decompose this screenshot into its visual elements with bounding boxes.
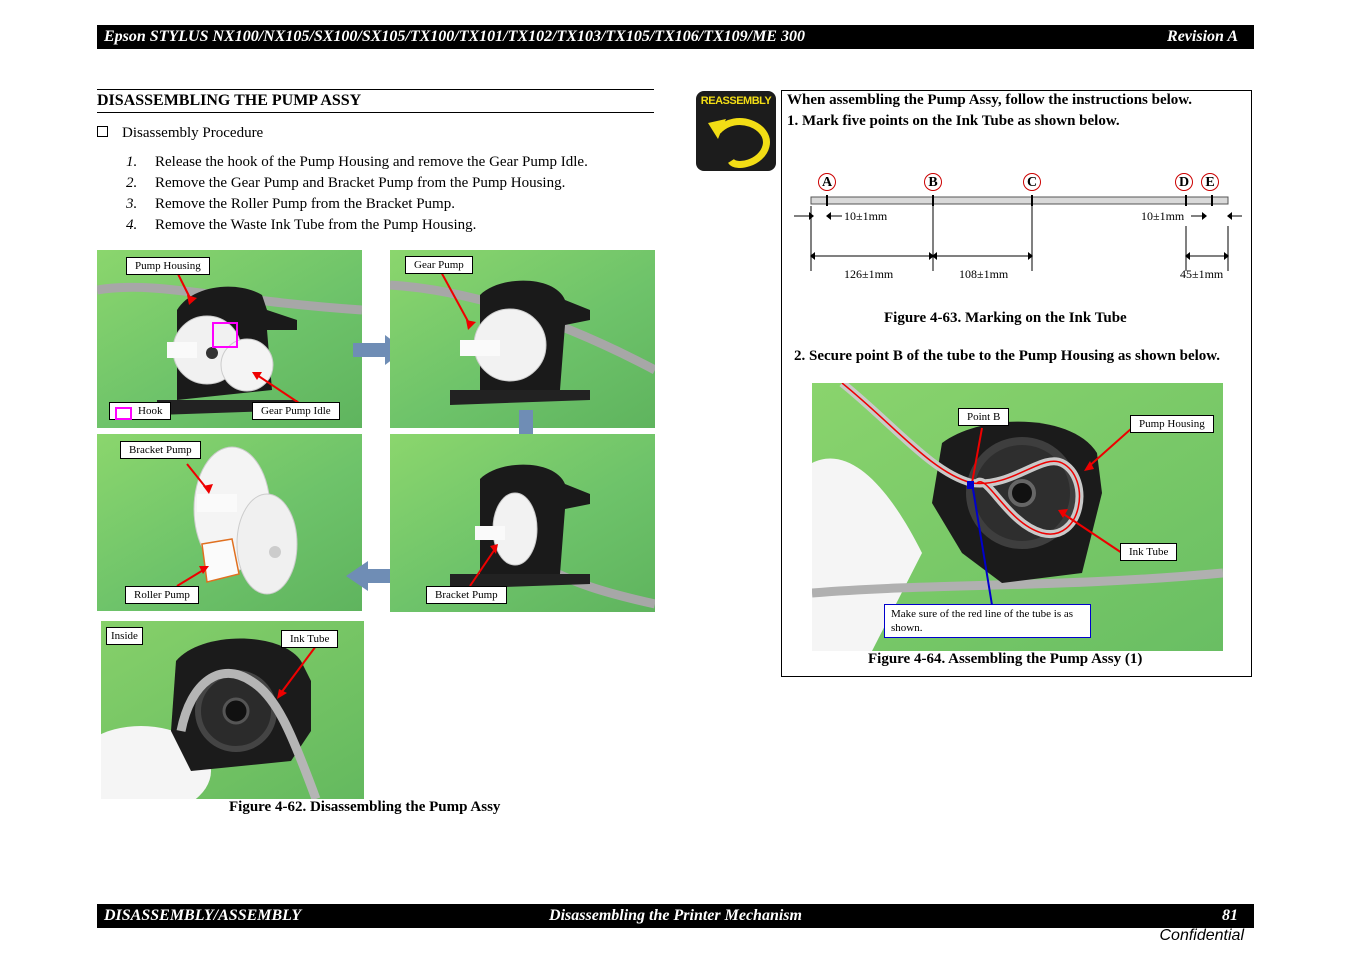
point-c-marker: C (1023, 173, 1041, 191)
step-item: 2. Remove the Gear Pump and Bracket Pump … (126, 173, 588, 194)
photo-gear-pump: Gear Pump (390, 250, 655, 428)
assembling-illustration (812, 383, 1223, 651)
dim-ab: 126±1mm (844, 267, 894, 281)
procedure-heading-text: Disassembly Procedure (122, 125, 264, 141)
section-title: DISASSEMBLING THE PUMP ASSY (97, 89, 654, 113)
figure-63-caption: Figure 4-63. Marking on the Ink Tube (884, 310, 1127, 326)
photo-bracket-roller-pump: Bracket Pump Roller Pump (97, 434, 362, 611)
step-item: 1. Release the hook of the Pump Housing a… (126, 152, 588, 173)
step-number: 2. (126, 175, 138, 191)
bracket-pump-illustration (450, 464, 655, 609)
label-hook: Hook (109, 402, 172, 420)
label-gear-pump: Gear Pump (405, 256, 473, 274)
undo-arrow-icon (708, 118, 770, 168)
label-ink-tube-64: Ink Tube (1120, 543, 1178, 561)
figure-62-caption: Figure 4-62. Disassembling the Pump Assy (229, 799, 501, 815)
step-text: Remove the Roller Pump from the Bracket … (155, 196, 455, 212)
step-item: 4. Remove the Waste Ink Tube from the Pum… (126, 215, 588, 236)
photo-bracket-pump: Bracket Pump (390, 434, 655, 612)
footer-center: Disassembling the Printer Mechanism (549, 907, 802, 924)
confidential-mark: Confidential (1159, 927, 1245, 944)
step-text: Remove the Gear Pump and Bracket Pump fr… (155, 175, 566, 191)
dim-de: 45±1mm (1180, 267, 1224, 281)
header-bar: Epson STYLUS NX100/NX105/SX100/SX105/TX1… (97, 25, 1254, 49)
gear-pump-illustration (390, 269, 655, 405)
label-point-b: Point B (958, 408, 1010, 426)
bracket-roller-illustration (176, 446, 298, 595)
label-gear-pump-idle: Gear Pump Idle (252, 402, 340, 420)
reassembly-icon: REASSEMBLY (696, 91, 776, 171)
point-e-marker: E (1201, 173, 1219, 191)
reassembly-step2: 2. Secure point B of the tube to the Pum… (794, 348, 1221, 364)
step-number: 1. (126, 154, 138, 170)
point-a-marker: A (818, 173, 836, 191)
dim-left-small: 10±1mm (844, 209, 888, 223)
reassembly-icon-word: REASSEMBLY (700, 95, 772, 107)
procedure-heading: Disassembly Procedure (97, 125, 263, 142)
reassembly-intro: When assembling the Pump Assy, follow th… (787, 92, 1193, 108)
dim-right-small: 10±1mm (1141, 209, 1185, 223)
label-ink-tube: Ink Tube (281, 630, 339, 648)
label-inside: Inside (106, 627, 143, 645)
footer-bar: DISASSEMBLY/ASSEMBLY Disassembling the P… (97, 904, 1254, 928)
footer-left: DISASSEMBLY/ASSEMBLY (104, 907, 302, 924)
label-bracket-pump-b: Bracket Pump (426, 586, 507, 604)
label-roller-pump: Roller Pump (125, 586, 199, 604)
reassembly-step1: 1. Mark five points on the Ink Tube as s… (787, 113, 1120, 129)
label-bracket-pump-a: Bracket Pump (120, 441, 201, 459)
ink-tube-diagram (794, 195, 1242, 271)
photo-assembling-pump: Point B Pump Housing Ink Tube Make sure … (812, 383, 1223, 651)
note-red-line: Make sure of the red line of the tube is… (884, 604, 1091, 638)
procedure-steps: 1. Release the hook of the Pump Housing a… (126, 152, 588, 236)
point-b-marker: B (924, 173, 942, 191)
point-d-marker: D (1175, 173, 1193, 191)
step-number: 4. (126, 217, 138, 233)
hook-marker-icon (115, 407, 132, 420)
step-item: 3. Remove the Roller Pump from the Bracke… (126, 194, 588, 215)
footer-page-number: 81 (1222, 907, 1238, 924)
checkbox-icon (97, 126, 108, 137)
step-text: Release the hook of the Pump Housing and… (155, 154, 588, 170)
header-title: Epson STYLUS NX100/NX105/SX100/SX105/TX1… (104, 28, 805, 45)
dim-bc: 108±1mm (959, 267, 1009, 281)
label-hook-text: Hook (138, 405, 163, 417)
photo-inside-ink-tube: Inside Ink Tube (101, 621, 364, 799)
label-pump-housing: Pump Housing (126, 257, 210, 275)
pump-assy-illustration (97, 271, 362, 415)
reassembly-box: When assembling the Pump Assy, follow th… (781, 90, 1252, 677)
inside-illustration (101, 638, 321, 799)
photo-pump-housing: Pump Housing Hook Gear Pump Idle (97, 250, 362, 428)
figure-64-caption: Figure 4-64. Assembling the Pump Assy (1… (868, 651, 1143, 667)
label-pump-housing-64: Pump Housing (1130, 415, 1214, 433)
step-text: Remove the Waste Ink Tube from the Pump … (155, 217, 477, 233)
step-number: 3. (126, 196, 138, 212)
header-revision: Revision A (1167, 28, 1238, 45)
